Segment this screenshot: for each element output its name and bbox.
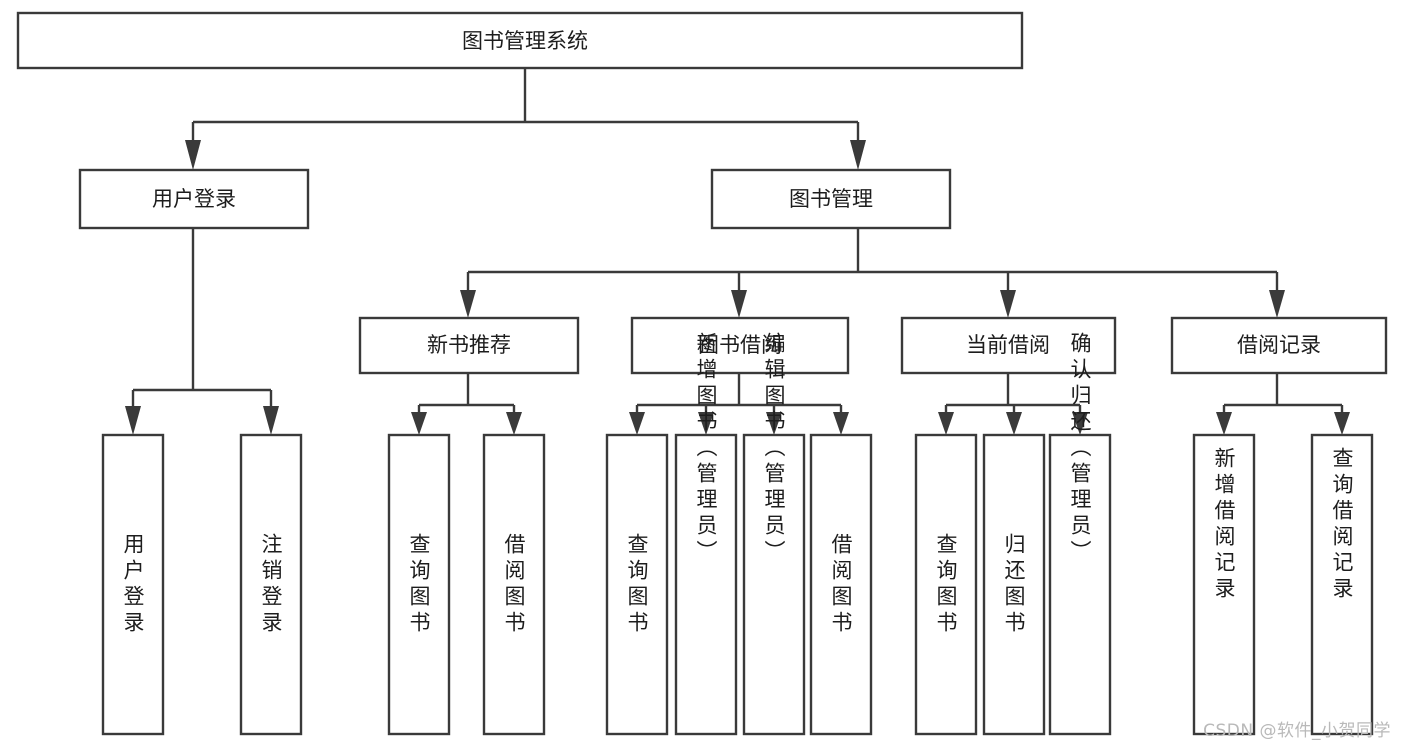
node-leaf-return-book[interactable]: 归还图书 [982,433,1046,736]
node-label-leaf-add-record: 新增借阅记录 [1212,447,1236,603]
node-leaf-query-book-2[interactable]: 查询图书 [605,433,669,736]
arrow-head-icon [1334,412,1350,435]
node-label-leaf-confirm-return: 确认归还（管理员） [1068,332,1092,566]
connector-bookborrow-to-leaves [629,373,849,435]
node-label-leaf-edit-book: 编辑图书（管理员） [762,332,786,566]
arrow-head-icon [411,412,427,435]
node-leaf-confirm-return[interactable]: 确认归还（管理员） [1048,332,1112,736]
node-label-current-borrow: 当前借阅 [966,333,1050,357]
node-label-leaf-logout: 注销登录 [259,533,283,637]
arrow-head-icon [1269,290,1285,318]
arrow-head-icon [833,412,849,435]
node-leaf-query-book-1[interactable]: 查询图书 [387,433,451,736]
arrow-head-icon [938,412,954,435]
node-new-book-recommend[interactable]: 新书推荐 [358,316,580,375]
node-label-leaf-query-book-1: 查询图书 [407,533,431,637]
arrow-head-icon [1006,412,1022,435]
node-leaf-query-book-3[interactable]: 查询图书 [914,433,978,736]
arrow-head-icon [1216,412,1232,435]
arrow-head-icon [698,412,714,435]
node-label-leaf-borrow-book-1: 借阅图书 [502,533,526,637]
csdn-watermark: CSDN @软件_小贺同学 [1203,721,1391,741]
arrow-head-icon [125,406,141,435]
node-user-login[interactable]: 用户登录 [78,168,310,230]
node-root[interactable]: 图书管理系统 [16,11,1024,70]
node-leaf-borrow-book-2[interactable]: 借阅图书 [809,433,873,736]
node-label-leaf-add-book: 新增图书（管理员） [694,332,718,566]
node-label-user-login: 用户登录 [152,187,236,211]
node-label-leaf-query-book-2: 查询图书 [625,533,649,637]
arrow-head-icon [766,412,782,435]
connector-currentborrow-to-leaves [938,373,1088,435]
node-book-borrow[interactable]: 图书借阅 [630,316,850,375]
node-label-leaf-query-book-3: 查询图书 [934,533,958,637]
node-label-leaf-query-record: 查询借阅记录 [1330,447,1354,603]
node-label-book-manage: 图书管理 [789,187,873,211]
node-leaf-user-login[interactable]: 用户登录 [101,433,165,736]
node-leaf-query-record[interactable]: 查询借阅记录 [1310,433,1374,736]
node-label-new-book-recommend: 新书推荐 [427,333,511,357]
node-label-leaf-borrow-book-2: 借阅图书 [829,533,853,637]
node-leaf-borrow-book-1[interactable]: 借阅图书 [482,433,546,736]
node-label-book-borrow: 图书借阅 [698,333,782,357]
node-leaf-logout[interactable]: 注销登录 [239,433,303,736]
arrow-head-icon [460,290,476,318]
node-leaf-edit-book[interactable]: 编辑图书（管理员） [742,332,806,736]
node-book-manage[interactable]: 图书管理 [710,168,952,230]
arrow-head-icon [1000,290,1016,318]
node-borrow-record[interactable]: 借阅记录 [1170,316,1388,375]
connector-root-to-level2 [185,68,866,170]
node-label-leaf-return-book: 归还图书 [1002,533,1026,637]
arrow-head-icon [263,406,279,435]
arrow-head-icon [731,290,747,318]
node-label-root: 图书管理系统 [462,29,588,53]
connector-newbook-to-leaves [411,373,522,435]
arrow-head-icon [850,140,866,170]
node-leaf-add-record[interactable]: 新增借阅记录 [1192,433,1256,736]
arrow-head-icon [629,412,645,435]
node-current-borrow[interactable]: 当前借阅 [900,316,1117,375]
node-leaf-add-book[interactable]: 新增图书（管理员） [674,332,738,736]
connector-userlogin-to-leaves [125,228,279,435]
arrow-head-icon [506,412,522,435]
node-label-leaf-user-login: 用户登录 [121,533,145,637]
arrow-head-icon [1072,412,1088,435]
connector-borrowrecord-to-leaves [1216,373,1350,435]
arrow-head-icon [185,140,201,170]
node-label-borrow-record: 借阅记录 [1237,333,1321,357]
connector-bookmanage-to-level3 [460,228,1285,318]
